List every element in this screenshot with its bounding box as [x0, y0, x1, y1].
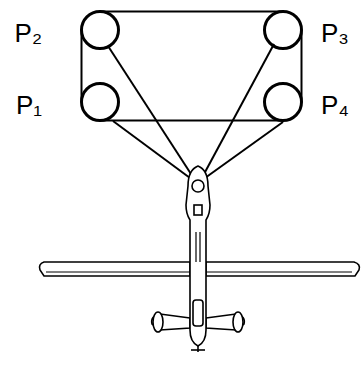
propeller: [191, 349, 205, 351]
point-label: P₁: [16, 92, 42, 118]
tracking-circle: P₄: [263, 82, 303, 122]
sight-line: [113, 121, 190, 178]
hatch: [194, 205, 202, 215]
point-label: P₂: [15, 20, 42, 46]
fuselage: [186, 166, 210, 346]
sensor-dome: [192, 180, 204, 192]
tracking-circle: P₃: [263, 10, 303, 50]
frame-line: [100, 11, 283, 13]
sight-line: [205, 122, 283, 178]
tail-fin: [233, 312, 243, 332]
drone: [40, 166, 360, 352]
propeller: [197, 346, 199, 352]
tail-fin: [153, 312, 163, 332]
tracking-circle: P₁: [80, 82, 120, 122]
left-wing: [40, 262, 191, 276]
engine: [193, 300, 203, 326]
frame-line: [100, 120, 283, 122]
point-label: P₃: [321, 20, 349, 46]
right-wing: [206, 262, 359, 276]
tracking-circle: P₂: [80, 10, 120, 50]
point-label: P₄: [321, 92, 349, 118]
frame-line: [301, 30, 303, 102]
sight-line: [108, 46, 191, 174]
